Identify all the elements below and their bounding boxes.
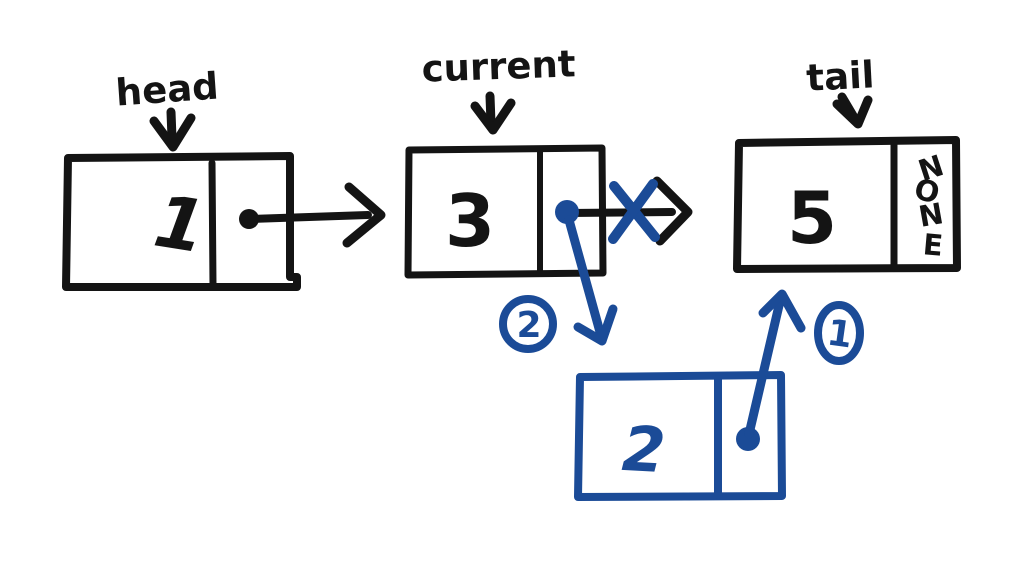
tail-label: tail	[805, 53, 875, 100]
node-5-value: 5	[787, 176, 837, 260]
node-3-box	[404, 144, 607, 279]
arrow-node1-to-node3	[245, 182, 386, 248]
node-1-value: 1	[149, 179, 212, 270]
current-label: current	[421, 42, 576, 90]
arrow-node3-to-node5-old	[565, 176, 693, 246]
crossed-out-x-icon	[608, 179, 660, 244]
current-pointer: current	[421, 42, 576, 135]
arrow-down-icon	[149, 107, 196, 152]
node-1-box	[62, 152, 301, 291]
none-letter: N	[916, 196, 946, 234]
head-pointer: head	[114, 64, 220, 152]
step1-badge: 1	[814, 301, 864, 365]
step2-badge: 2	[499, 295, 557, 353]
arrow-down-icon	[832, 92, 873, 129]
step2-badge-number: 2	[516, 305, 541, 346]
none-letter: E	[922, 227, 945, 263]
step1-arrow-node2-to-node5	[744, 289, 806, 439]
node-2-value: 2	[620, 412, 667, 487]
step2-arrow-node3-to-node2	[564, 215, 618, 346]
step1-badge-circle	[814, 301, 864, 365]
step1-badge-number: 1	[825, 312, 856, 356]
node-2: 2	[574, 371, 786, 501]
step2-badge-circle	[499, 295, 557, 353]
node-3-value: 3	[445, 179, 495, 263]
node-5-box	[733, 136, 961, 273]
arrow-down-icon	[470, 91, 516, 135]
head-label: head	[114, 64, 220, 114]
node-1-divider	[208, 159, 217, 289]
node-5: 5 N O N E	[733, 136, 961, 273]
node-2-box	[574, 371, 786, 501]
node-5-next-none: N O N E	[911, 148, 948, 263]
node-3: 3	[404, 144, 607, 279]
node-2-pointer-dot	[736, 427, 760, 451]
tail-pointer: tail	[805, 53, 875, 129]
